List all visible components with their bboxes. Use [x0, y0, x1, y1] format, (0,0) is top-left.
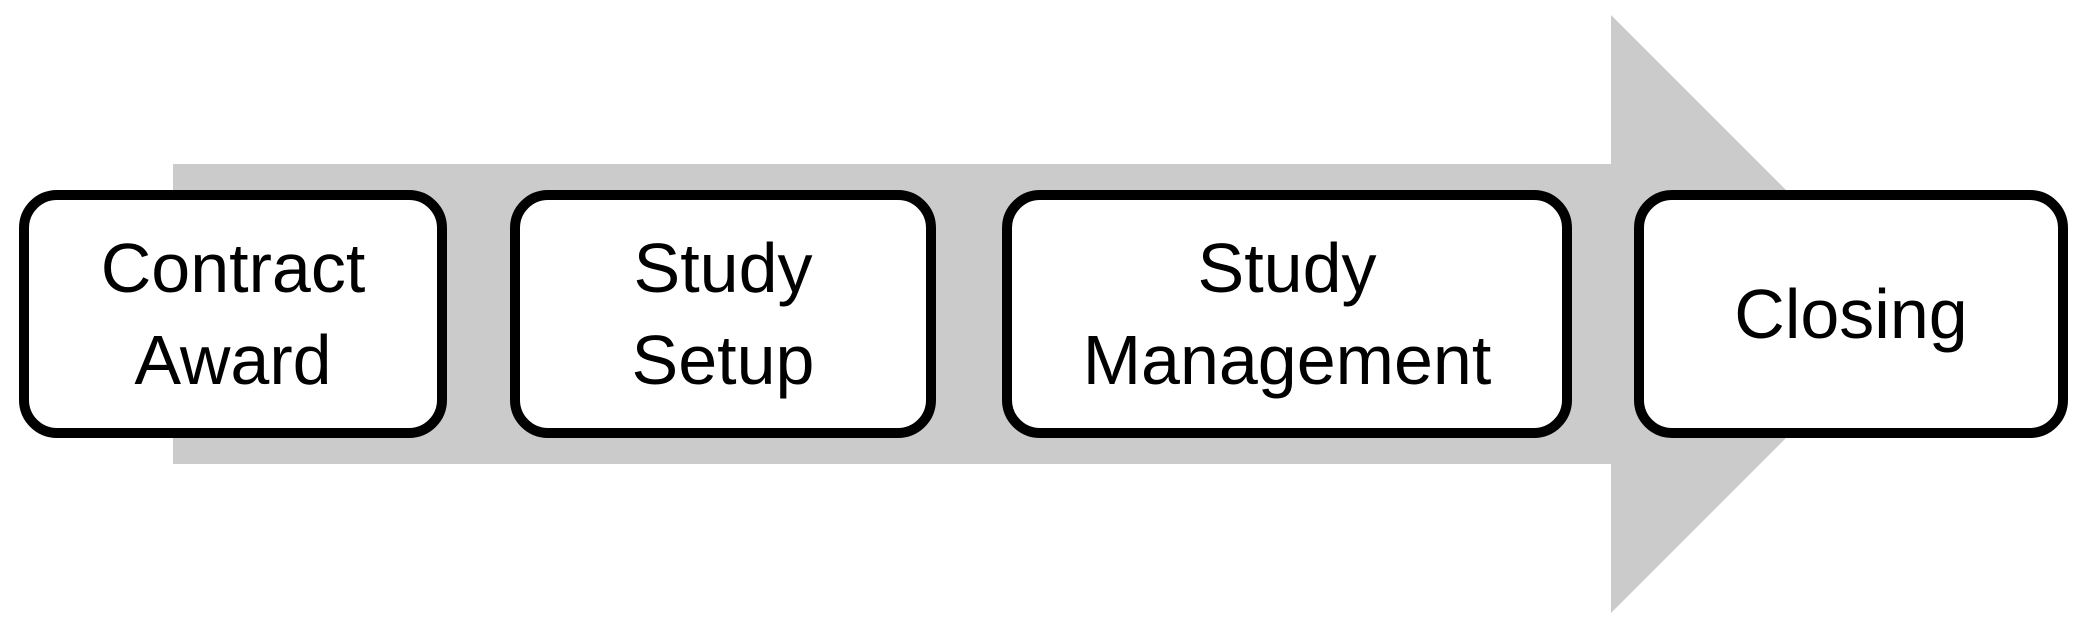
step-box-closing: Closing	[1634, 190, 2068, 438]
step-label-line: Study	[1197, 229, 1377, 307]
step-label-line: Setup	[631, 321, 815, 399]
step-label-line: Contract	[100, 229, 366, 307]
step-label-line: Award	[134, 321, 332, 399]
step-label-line: Management	[1082, 321, 1492, 399]
step-label-line: Closing	[1734, 275, 1968, 353]
step-label-line: Study	[633, 229, 813, 307]
